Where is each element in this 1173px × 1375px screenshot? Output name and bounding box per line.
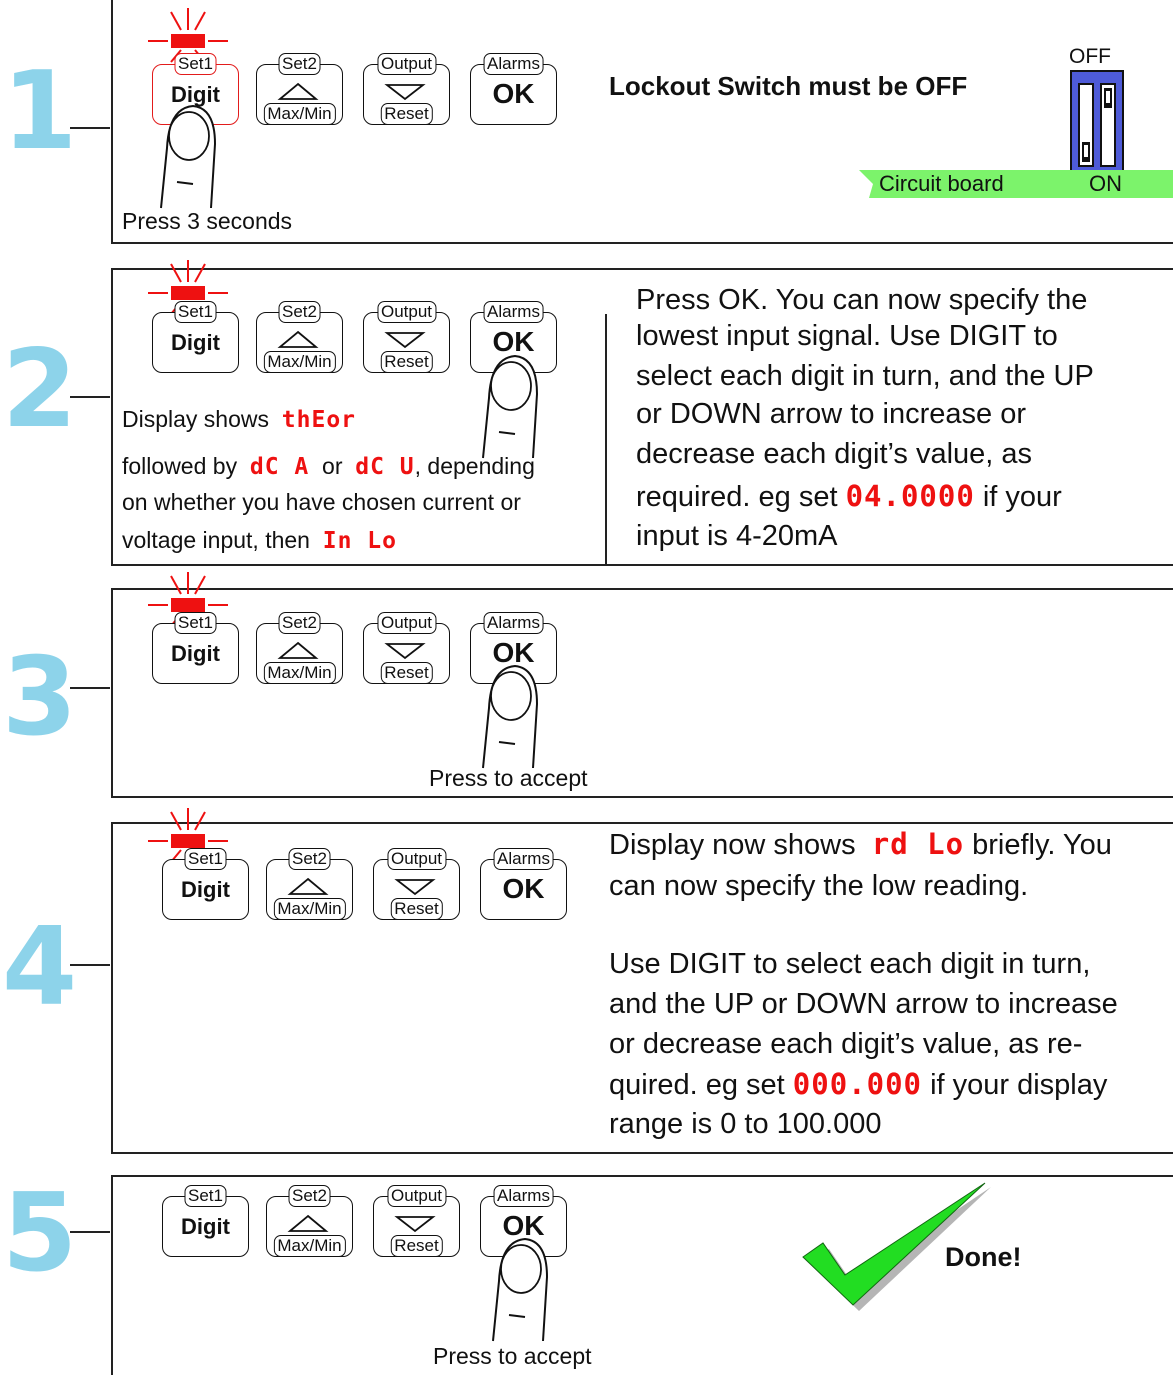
done-label: Done! xyxy=(945,1242,1022,1272)
leader-line xyxy=(70,396,110,398)
down-arrow-icon xyxy=(384,84,426,101)
finger-press-icon xyxy=(153,100,233,215)
up-key[interactable]: Set2 Max/Min xyxy=(256,612,343,684)
display-04-0000: 04.0000 xyxy=(845,479,975,513)
down-key[interactable]: Output Reset xyxy=(363,612,450,684)
step-number-2: 2 xyxy=(2,327,78,452)
display-in-lo: In Lo xyxy=(322,528,398,554)
step-2-right-l4: or DOWN arrow to increase or xyxy=(636,398,1026,430)
display-dc-a: dC A xyxy=(249,454,310,480)
step-2-right-l1: Press OK. You can now specify the xyxy=(636,284,1088,316)
leader-line xyxy=(70,1231,110,1233)
down-key[interactable]: Output Reset xyxy=(373,1185,460,1257)
step-number-5: 5 xyxy=(2,1171,78,1296)
leader-line xyxy=(70,964,110,966)
down-key[interactable]: Output Reset xyxy=(373,848,460,920)
finger-press-icon xyxy=(485,1233,565,1348)
up-key[interactable]: Set2 Max/Min xyxy=(266,848,353,920)
step-4-l3: Use DIGIT to select each digit in turn, xyxy=(609,948,1091,980)
down-key[interactable]: Output Reset xyxy=(363,301,450,373)
up-key[interactable]: Set2 Max/Min xyxy=(256,301,343,373)
step-2-right-l3: select each digit in turn, and the UP xyxy=(636,360,1094,392)
blink-indicator-icon xyxy=(143,258,233,323)
step-number-1: 1 xyxy=(2,49,78,174)
up-arrow-icon xyxy=(277,330,319,348)
lockout-heading: Lockout Switch must be OFF xyxy=(609,71,968,101)
step-2-right-l5: decrease each digit’s value, as xyxy=(636,438,1033,470)
up-arrow-icon xyxy=(277,641,319,659)
down-arrow-icon xyxy=(394,879,436,896)
step-number-4: 4 xyxy=(2,905,78,1030)
step-4-l2: can now specify the low reading. xyxy=(609,870,1029,902)
up-key[interactable]: Set2 Max/Min xyxy=(266,1185,353,1257)
step-4-l1: Display now shows rd Lo briefly. You xyxy=(609,827,1112,861)
step-4-l7: range is 0 to 100.000 xyxy=(609,1108,882,1140)
step-2-right-l7: input is 4-20mA xyxy=(636,520,838,552)
checkmark-icon xyxy=(799,1182,999,1318)
display-thEor: thEor xyxy=(281,407,357,433)
down-arrow-icon xyxy=(394,1216,436,1233)
display-rd-lo: rd Lo xyxy=(871,827,965,861)
step-4-l6: quired. eg set 000.000 if your display xyxy=(609,1067,1108,1101)
step-2-divider xyxy=(605,314,607,566)
down-arrow-icon xyxy=(384,643,426,660)
switch-off-label: OFF xyxy=(1069,45,1111,68)
circuit-board: Circuit board ON xyxy=(859,170,1173,198)
up-arrow-icon xyxy=(287,877,329,895)
step-4-l4: and the UP or DOWN arrow to increase xyxy=(609,988,1118,1020)
step-2-right-l6: required. eg set 04.0000 if your xyxy=(636,479,1062,513)
step-2-text-line3: on whether you have chosen current or xyxy=(122,489,521,515)
step-number-3: 3 xyxy=(2,635,78,760)
dip-switch: OFF xyxy=(1053,40,1173,200)
display-000-000: 000.000 xyxy=(792,1067,923,1101)
down-key[interactable]: Output Reset xyxy=(363,53,450,125)
finger-press-icon xyxy=(475,660,555,775)
finger-press-icon xyxy=(475,350,555,465)
blink-indicator-icon xyxy=(143,806,233,871)
up-key[interactable]: Set2 Max/Min xyxy=(256,53,343,125)
step-4-l5: or decrease each digit’s value, as re- xyxy=(609,1028,1083,1060)
up-arrow-icon xyxy=(277,82,319,100)
step-2-text-line2: followed by dC A or dC U, depending xyxy=(122,453,535,480)
step-2-text-line4: voltage input, then In Lo xyxy=(122,527,398,554)
switch-on-label: ON xyxy=(1089,171,1122,196)
step-3-caption: Press to accept xyxy=(429,765,588,791)
step-5-caption: Press to accept xyxy=(433,1343,592,1369)
display-dc-u: dC U xyxy=(355,454,415,480)
leader-line xyxy=(70,127,110,129)
up-arrow-icon xyxy=(287,1214,329,1232)
circuit-board-label: Circuit board xyxy=(879,171,1004,196)
step-1-caption: Press 3 seconds xyxy=(122,208,293,234)
leader-line xyxy=(70,687,110,689)
down-arrow-icon xyxy=(384,332,426,349)
step-2-right-l2: lowest input signal. Use DIGIT to xyxy=(636,320,1058,352)
step-2-text-line1: Display shows thEor xyxy=(122,406,357,433)
